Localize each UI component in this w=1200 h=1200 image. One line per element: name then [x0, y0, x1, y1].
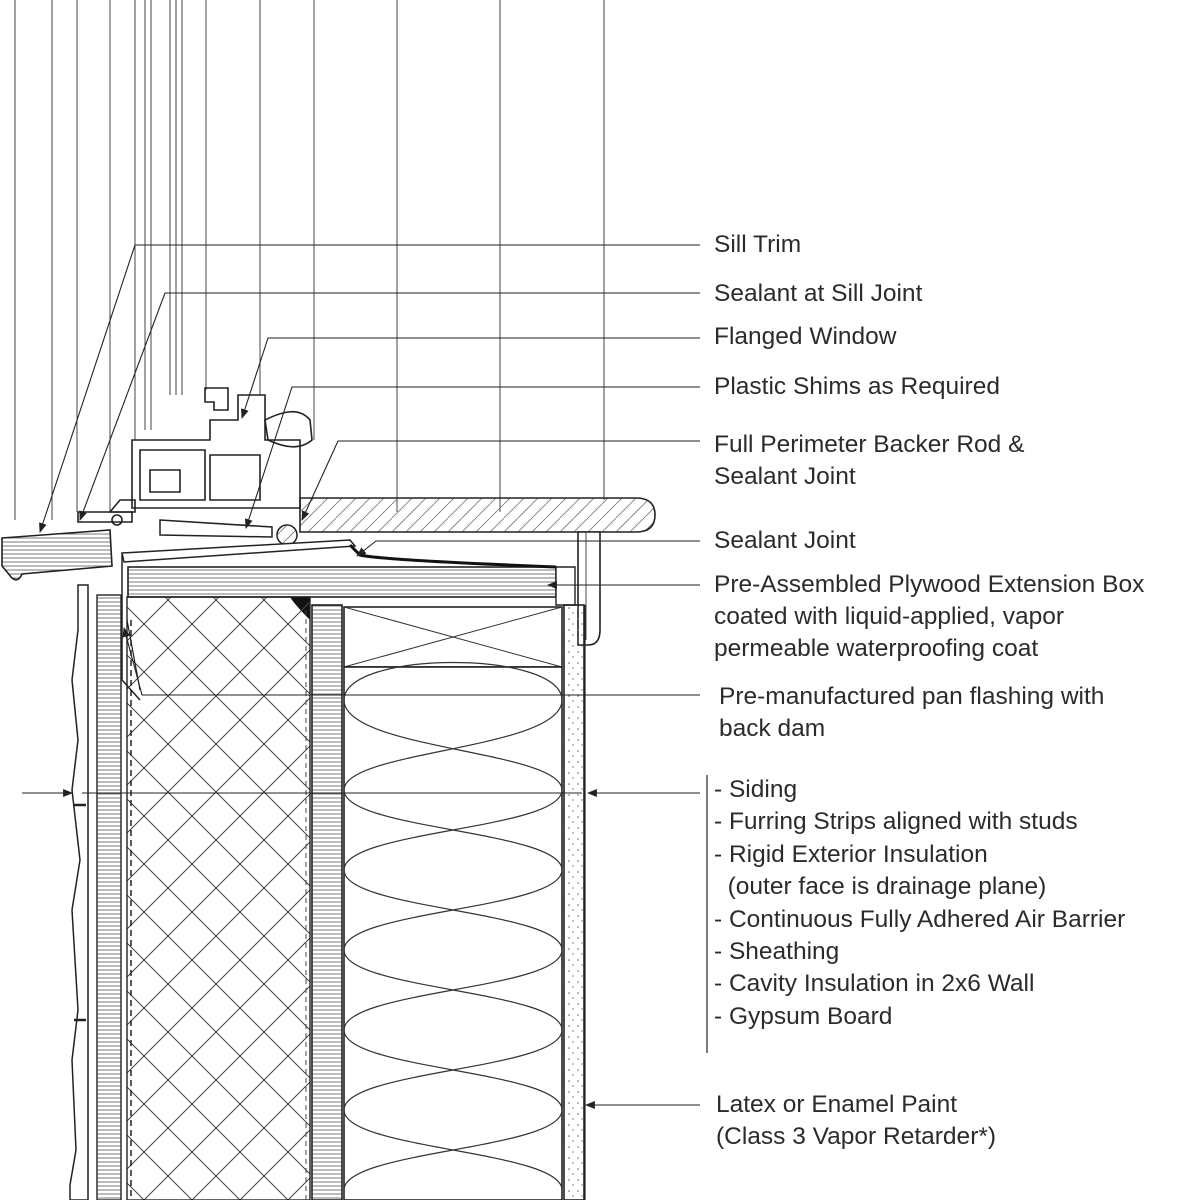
siding-laps	[74, 803, 86, 1022]
window-frame-lines	[14, 0, 605, 520]
plastic-shim	[159, 519, 273, 538]
pan-flashing	[121, 539, 357, 563]
gypsum-board	[563, 604, 585, 1200]
cavity-insulation	[343, 661, 563, 1200]
window-sill-profile	[77, 387, 313, 526]
layer-rigid-insulation: - Rigid Exterior Insulation	[714, 840, 988, 868]
leader-lines	[39, 244, 700, 1109]
label-sealant-at-sill-joint: Sealant at Sill Joint	[714, 280, 923, 307]
label-sealant-joint: Sealant Joint	[714, 527, 856, 554]
sheathing	[311, 604, 343, 1200]
layer-air-barrier: - Continuous Fully Adhered Air Barrier	[714, 905, 1126, 933]
interior-stool	[299, 497, 656, 533]
rigid-exterior-insulation	[126, 596, 311, 1200]
wall-layer-list: - Siding - Furring Strips aligned with s…	[714, 774, 1125, 1033]
label-plastic-shims: Plastic Shims as Required	[714, 373, 1000, 400]
layer-sheathing: - Sheathing	[714, 938, 840, 966]
layer-furring-strips: - Furring Strips aligned with studs	[714, 808, 1078, 836]
sill-trim	[1, 529, 113, 581]
backer-rod	[276, 524, 298, 546]
plywood-extension-box	[127, 566, 557, 598]
furring-strip	[96, 594, 122, 1200]
siding	[69, 584, 89, 1200]
label-backer-rod-sealant-joint: Full Perimeter Backer Rod & Sealant Join…	[714, 431, 1025, 490]
label-sill-trim: Sill Trim	[714, 231, 802, 258]
layer-siding: - Siding	[714, 776, 798, 803]
label-pan-flashing: Pre-manufactured pan flashing with back …	[719, 683, 1105, 742]
label-plywood-extension-box: Pre-Assembled Plywood Extension Box coat…	[714, 571, 1145, 662]
layer-cavity-insulation: - Cavity Insulation in 2x6 Wall	[714, 970, 1035, 998]
layer-gypsum-board: - Gypsum Board	[714, 1002, 893, 1030]
label-latex-paint: Latex or Enamel Paint (Class 3 Vapor Ret…	[716, 1091, 997, 1150]
layer-rigid-insulation-note: (outer face is drainage plane)	[714, 873, 1047, 901]
label-flanged-window: Flanged Window	[714, 323, 897, 350]
